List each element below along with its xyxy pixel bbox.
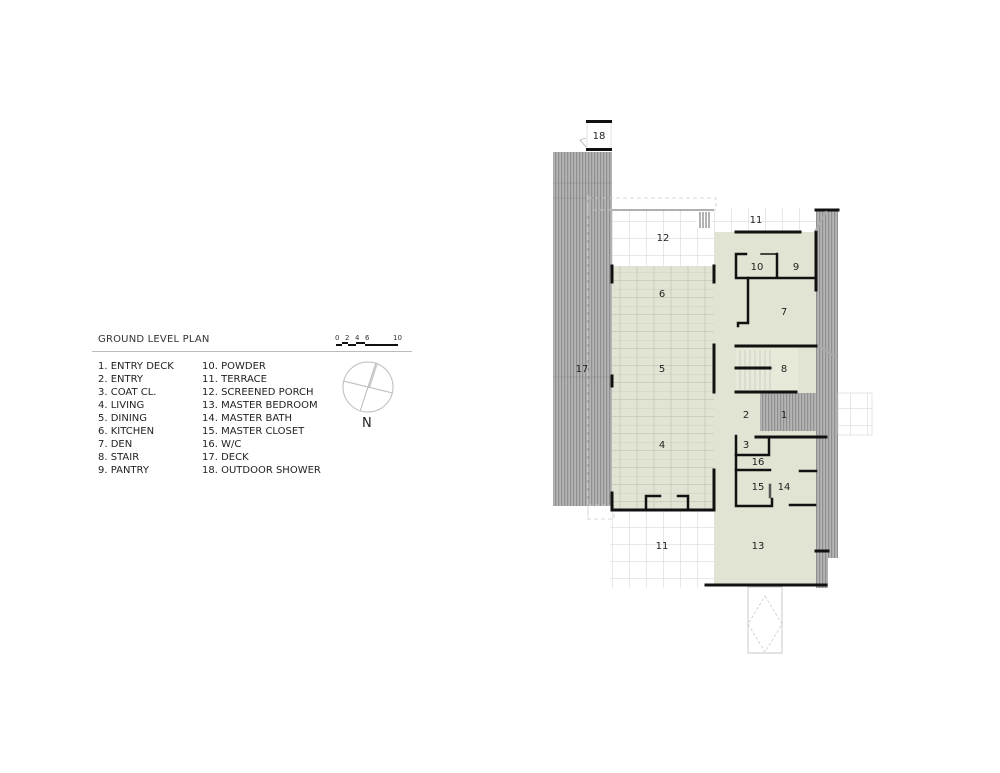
deck-17 bbox=[553, 152, 612, 520]
room-label-4: 4 bbox=[659, 440, 665, 451]
scale-label-2: 2 bbox=[345, 334, 350, 342]
room-label-16: 16 bbox=[752, 457, 765, 468]
legend-item: 15. MASTER CLOSET bbox=[202, 426, 305, 437]
room-label-18: 18 bbox=[593, 131, 606, 142]
scale-bar: 0 2 4 6 10 bbox=[335, 334, 405, 348]
room-label-17: 17 bbox=[576, 364, 589, 375]
legend-item: 14. MASTER BATH bbox=[202, 413, 293, 424]
scale-label-6: 6 bbox=[365, 334, 370, 342]
legend-item: 3. COAT CL. bbox=[98, 387, 157, 398]
room-label-10: 10 bbox=[751, 262, 764, 273]
legend-item: 17. DECK bbox=[202, 452, 249, 463]
legend-item: 4. LIVING bbox=[98, 400, 145, 411]
terrace-11-north bbox=[716, 208, 816, 232]
room-label-1: 1 bbox=[781, 410, 787, 421]
room-label-14: 14 bbox=[778, 482, 791, 493]
north-label: N bbox=[362, 416, 372, 431]
legend-item: 16. W/C bbox=[202, 439, 242, 450]
room-label-12: 12 bbox=[657, 233, 670, 244]
room-label-11-south: 11 bbox=[656, 541, 669, 552]
legend-item: 8. STAIR bbox=[98, 452, 140, 463]
living-dining-kitchen bbox=[612, 266, 716, 510]
scale-bar-graphic bbox=[336, 342, 398, 346]
room-label-7: 7 bbox=[781, 307, 787, 318]
scale-label-10: 10 bbox=[393, 334, 402, 342]
legend-item: 7. DEN bbox=[98, 439, 133, 450]
scale-label-4: 4 bbox=[355, 334, 360, 342]
screened-porch-12 bbox=[587, 197, 717, 266]
walls bbox=[610, 208, 840, 587]
legend-item: 5. DINING bbox=[98, 413, 148, 424]
scale-label-0: 0 bbox=[335, 334, 340, 342]
legend-item: 10. POWDER bbox=[202, 361, 266, 372]
room-label-11-north: 11 bbox=[750, 215, 763, 226]
legend-item: 18. OUTDOOR SHOWER bbox=[202, 465, 321, 476]
legend-item: 11. TERRACE bbox=[202, 374, 267, 385]
room-label-6: 6 bbox=[659, 289, 665, 300]
legend-item: 13. MASTER BEDROOM bbox=[202, 400, 318, 411]
room-label-15: 15 bbox=[752, 482, 765, 493]
terrace-11-south bbox=[587, 504, 714, 588]
room-label-9: 9 bbox=[793, 262, 799, 273]
room-labels: 1 2 3 4 5 6 7 8 9 10 11 11 12 13 14 15 1… bbox=[576, 131, 800, 552]
legend-divider bbox=[92, 351, 412, 352]
room-label-3: 3 bbox=[743, 440, 749, 451]
room-label-5: 5 bbox=[659, 364, 665, 375]
north-arrow-icon bbox=[342, 361, 394, 413]
room-label-8: 8 bbox=[781, 364, 787, 375]
legend-item: 6. KITCHEN bbox=[98, 426, 155, 437]
legend-item: 9. PANTRY bbox=[98, 465, 149, 476]
walkway bbox=[747, 586, 783, 654]
legend-item: 2. ENTRY bbox=[98, 374, 144, 385]
legend-title: GROUND LEVEL PLAN bbox=[98, 334, 210, 345]
outdoor-shower-18 bbox=[579, 120, 612, 151]
legend-item: 1. ENTRY DECK bbox=[98, 361, 174, 372]
room-label-13: 13 bbox=[752, 541, 765, 552]
legend-list-2: 10. POWDER 11. TERRACE 12. SCREENED PORC… bbox=[202, 360, 321, 477]
entry-deck-1 bbox=[760, 210, 873, 588]
room-label-2: 2 bbox=[743, 410, 749, 421]
legend-item: 12. SCREENED PORCH bbox=[202, 387, 314, 398]
legend-list-1: 1. ENTRY DECK 2. ENTRY 3. COAT CL. 4. LI… bbox=[98, 360, 174, 477]
